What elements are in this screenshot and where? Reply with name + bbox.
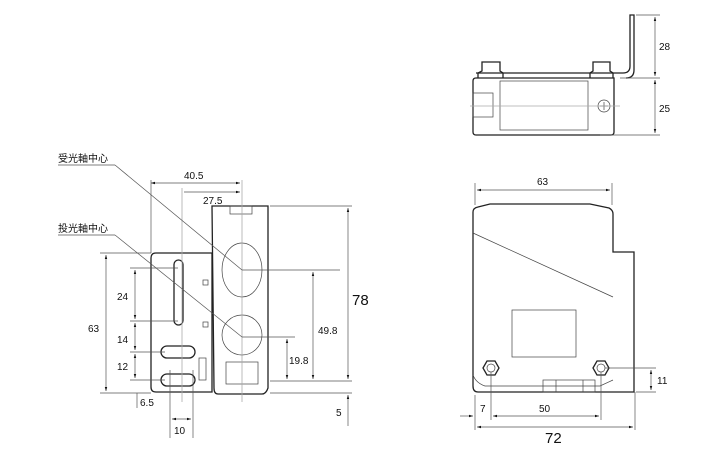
dim-25: 25 xyxy=(659,104,671,115)
dim-19-8: 19.8 xyxy=(289,356,309,367)
dim-50: 50 xyxy=(539,404,551,415)
emitter-axis-label: 投光軸中心 xyxy=(58,222,108,235)
dim-12: 12 xyxy=(117,362,129,373)
front-view: 63 11 7 50 72 xyxy=(460,177,668,447)
top-view: 28 25 xyxy=(470,14,671,136)
dim-63-front: 63 xyxy=(537,177,549,188)
dim-5: 5 xyxy=(336,408,342,419)
dim-10: 10 xyxy=(174,426,186,437)
dim-40-5: 40.5 xyxy=(184,171,204,182)
receiver-axis-label: 受光軸中心 xyxy=(58,152,108,165)
dim-63-side: 63 xyxy=(88,324,100,335)
dim-49-8: 49.8 xyxy=(318,326,338,337)
dim-14: 14 xyxy=(117,335,129,346)
dim-78: 78 xyxy=(352,292,369,309)
dim-11: 11 xyxy=(657,376,668,387)
dim-27-5: 27.5 xyxy=(203,196,223,207)
dim-72: 72 xyxy=(545,430,562,447)
dim-28: 28 xyxy=(659,42,671,53)
dim-24: 24 xyxy=(117,292,129,303)
dim-7: 7 xyxy=(480,404,486,415)
dim-6-5: 6.5 xyxy=(140,398,154,409)
side-view: 受光軸中心 投光軸中心 40.5 27.5 78 49.8 19.8 5 63 … xyxy=(58,152,369,438)
